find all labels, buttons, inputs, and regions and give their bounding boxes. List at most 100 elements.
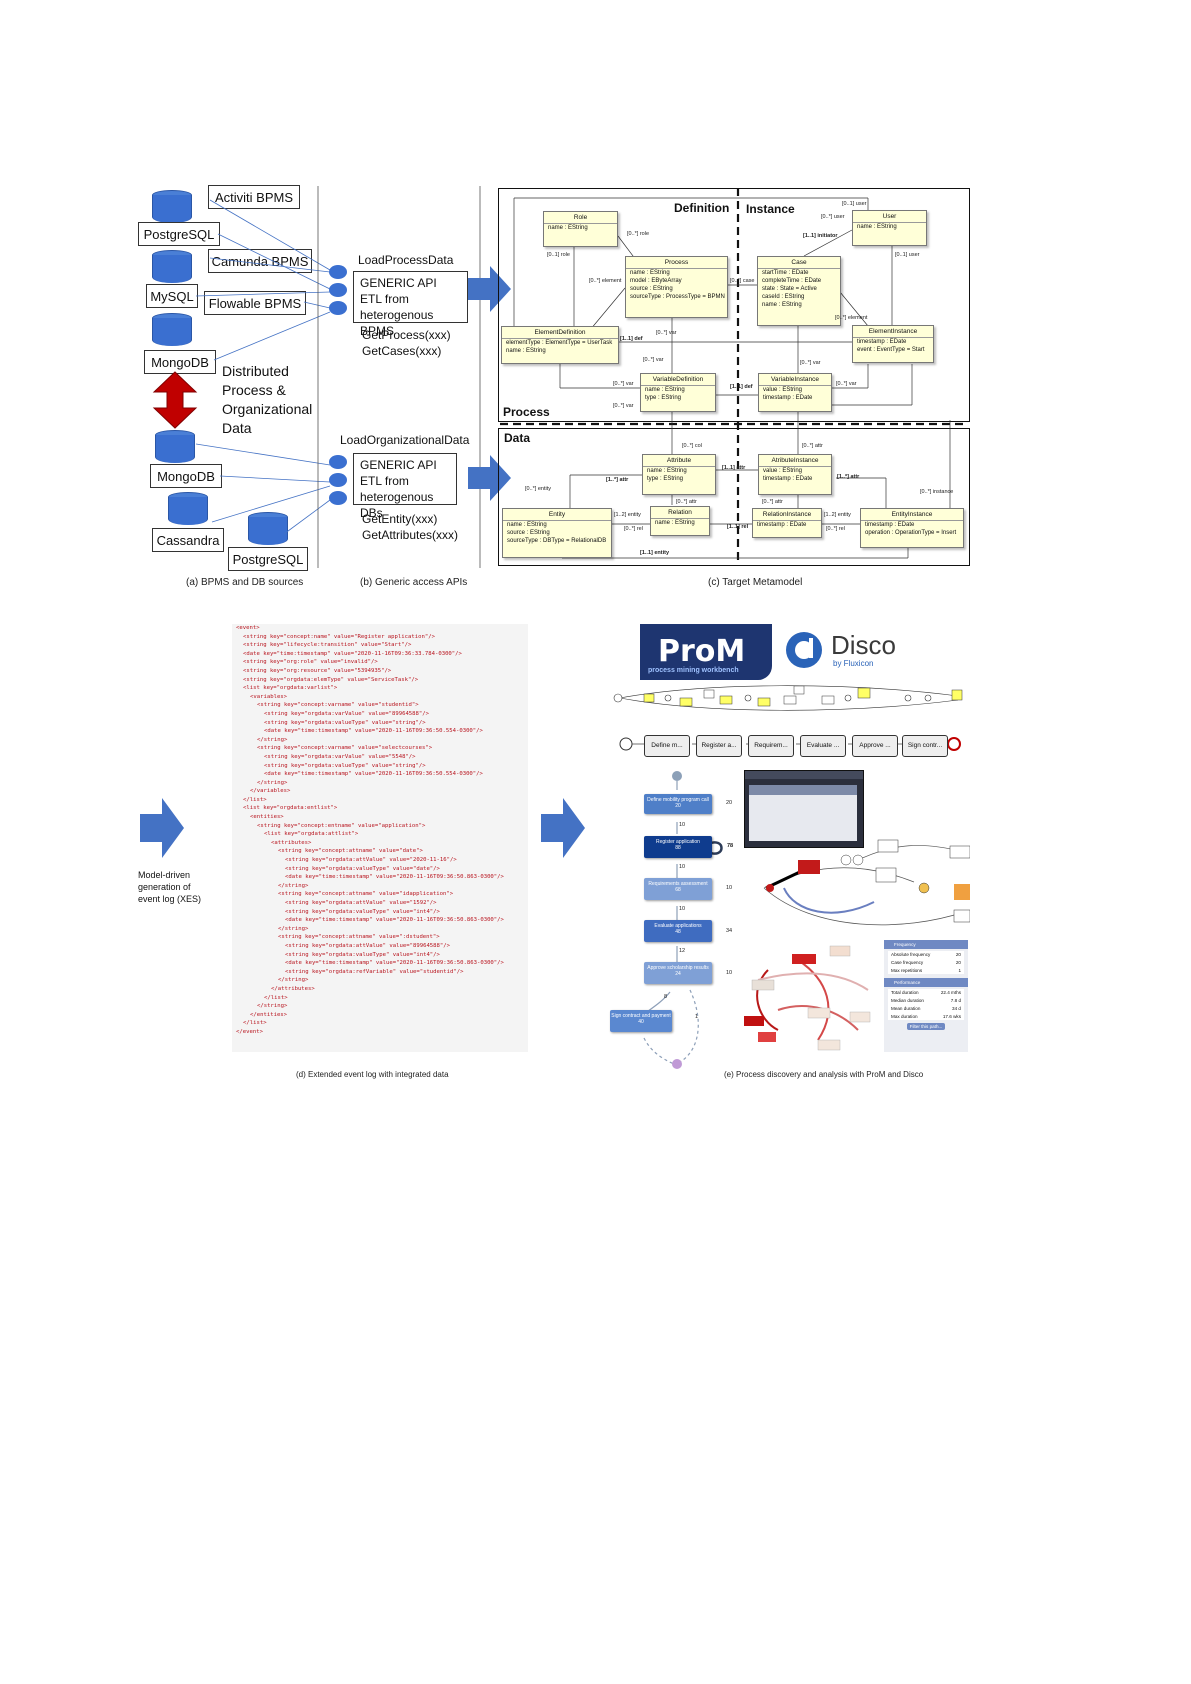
disco-logo-icon — [786, 632, 822, 668]
database-icon — [152, 313, 192, 347]
load-org-title: LoadOrganizationalData — [340, 433, 470, 447]
xes-line: <string key="concept:varname" value="sel… — [257, 745, 433, 752]
prom-screenshot-thumbnail — [744, 770, 864, 848]
mult-label: [0..*] entity — [525, 486, 551, 492]
database-icon — [152, 250, 192, 284]
prom-logo: ProM process mining workbench — [640, 624, 772, 680]
uml-class-variable-definition: VariableDefinition name : EString type :… — [640, 373, 716, 412]
source-cassandra: Cassandra — [152, 528, 224, 552]
xes-line: <string key="orgdata:attValue" value="89… — [285, 942, 451, 949]
process-graph-thumbnail — [763, 839, 970, 926]
disco-count: 10 — [726, 885, 733, 891]
xes-line: </string> — [257, 779, 288, 786]
xes-line: <string key="orgdata:varValue" value="55… — [264, 753, 416, 760]
filter-path-button[interactable]: Filter this path... — [907, 1023, 945, 1030]
xes-line: </string> — [278, 977, 309, 984]
xes-line: <date key="time:timestamp" value="2020-1… — [243, 650, 462, 657]
xes-line: <list key="orgdata:attlist"> — [264, 831, 359, 838]
xes-line: <string key="orgdata:valueType" value="s… — [264, 719, 426, 726]
mult-label: [0..1] user — [895, 252, 920, 258]
label-process: Process — [503, 405, 550, 419]
disco-count: 1 — [695, 1014, 699, 1020]
prom-node: Evaluate ... — [800, 735, 846, 757]
petri-net-graph — [613, 685, 963, 711]
database-icon — [168, 492, 208, 526]
mult-label: [0..*] var — [656, 330, 677, 336]
source-activiti: Activiti BPMS — [208, 185, 300, 209]
data-frame — [498, 428, 970, 566]
org-calls: GetEntity(xxx) GetAttributes(xxx) — [362, 512, 459, 542]
disco-count: 34 — [726, 928, 733, 934]
xes-line: <string key="concept:attname" value="ida… — [278, 891, 454, 898]
uml-class-attribute-instance: AtributeInstance value : EString timesta… — [758, 454, 832, 495]
xes-line: <string key="orgdata:valueType" value="d… — [285, 865, 440, 872]
xes-line: <date key="time:timestamp" value="2020-1… — [285, 960, 504, 967]
xes-line: <string key="orgdata:elemType" value="Se… — [243, 676, 419, 683]
disco-logo-text: Disco — [831, 630, 897, 660]
mult-label: [0..*] col — [682, 443, 702, 449]
xes-code-block: <event><string key="concept:name" value=… — [232, 624, 528, 1052]
mult-label: [0..*] case — [730, 278, 755, 284]
xes-line: </entities> — [250, 1011, 288, 1018]
source-mysql: MySQL — [146, 284, 198, 308]
xes-line: <string key="concept:entname" value="app… — [257, 822, 426, 829]
mult-label: [1..1] def — [620, 336, 643, 342]
xes-line: <string key="lifecycle:transition" value… — [243, 642, 412, 649]
mult-label: [0..*] rel — [826, 526, 845, 532]
mult-label: [0..*] role — [627, 231, 650, 237]
connector-lines — [195, 186, 481, 568]
disco-logo-sub: by Fluxicon — [833, 659, 874, 668]
xes-line: <date key="time:timestamp" value="2020-1… — [285, 917, 504, 924]
stats-section-frequency: Frequency — [884, 940, 968, 949]
mult-label: [1..*] attr — [837, 474, 860, 480]
xes-line: <string key="orgdata:valueType" value="i… — [285, 951, 440, 958]
arrow-right-icon — [541, 798, 585, 858]
mult-label: [0..*] instance — [920, 489, 954, 495]
uml-class-process: Process name : EString model : EByteArra… — [625, 256, 728, 318]
mult-label: [0..*] element — [589, 278, 622, 284]
xes-line: </string> — [257, 1003, 288, 1010]
xes-line: <string key="orgdata:varValue" value="89… — [264, 710, 430, 717]
load-process-title: LoadProcessData — [358, 253, 454, 267]
arrow-right-icon — [468, 455, 511, 501]
database-icon — [152, 190, 192, 224]
prom-node: Requirem... — [748, 735, 794, 757]
api-connector-icons — [329, 455, 347, 505]
xes-line: </list> — [243, 796, 267, 803]
xes-line: <attributes> — [271, 839, 312, 846]
xes-line: <event> — [236, 625, 260, 631]
prom-node: Approve ... — [852, 735, 898, 757]
source-mongodb-top: MongoDB — [144, 350, 216, 374]
process-frame — [498, 188, 970, 422]
uml-class-role: Role name : EString — [543, 211, 618, 247]
mult-label: [0..*] attr — [676, 499, 697, 505]
mult-label: [0..*] attr — [802, 443, 823, 449]
xes-line: <string key="concept:varname" value="stu… — [257, 702, 419, 709]
uml-class-attribute: Attribute name : EString type : EString — [642, 454, 716, 495]
uml-class-element-definition: ElementDefinition elementType : ElementT… — [501, 326, 619, 364]
mult-label: [1..1] initiator — [803, 233, 838, 239]
stats-section-performance: Performance — [884, 978, 968, 987]
mult-label: [1..1] def — [730, 384, 753, 390]
mult-label: [0..1] role — [547, 252, 570, 258]
mult-label: [0..*] var — [643, 357, 664, 363]
disco-count: 10 — [726, 970, 733, 976]
xes-line: </event> — [236, 1028, 263, 1035]
mult-label: [0..*] var — [800, 360, 821, 366]
api-connector-icons — [329, 265, 347, 315]
xes-line: </attributes> — [271, 985, 315, 992]
arrow-right-icon — [468, 266, 511, 312]
mult-label: [0..*] var — [613, 403, 634, 409]
disco-count: 10 — [679, 864, 686, 870]
uml-class-case: Case startTime : EDate completeTime : ED… — [757, 256, 841, 326]
xes-line: <list key="orgdata:entlist"> — [243, 805, 338, 812]
process-calls: GetProcess(xxx) GetCases(xxx) — [362, 328, 451, 358]
metamodel-lines — [500, 188, 968, 564]
mult-label: [0..*] var — [613, 381, 634, 387]
xes-line: <string key="concept:attname" value="dat… — [278, 848, 423, 855]
label-definition: Definition — [674, 201, 730, 215]
